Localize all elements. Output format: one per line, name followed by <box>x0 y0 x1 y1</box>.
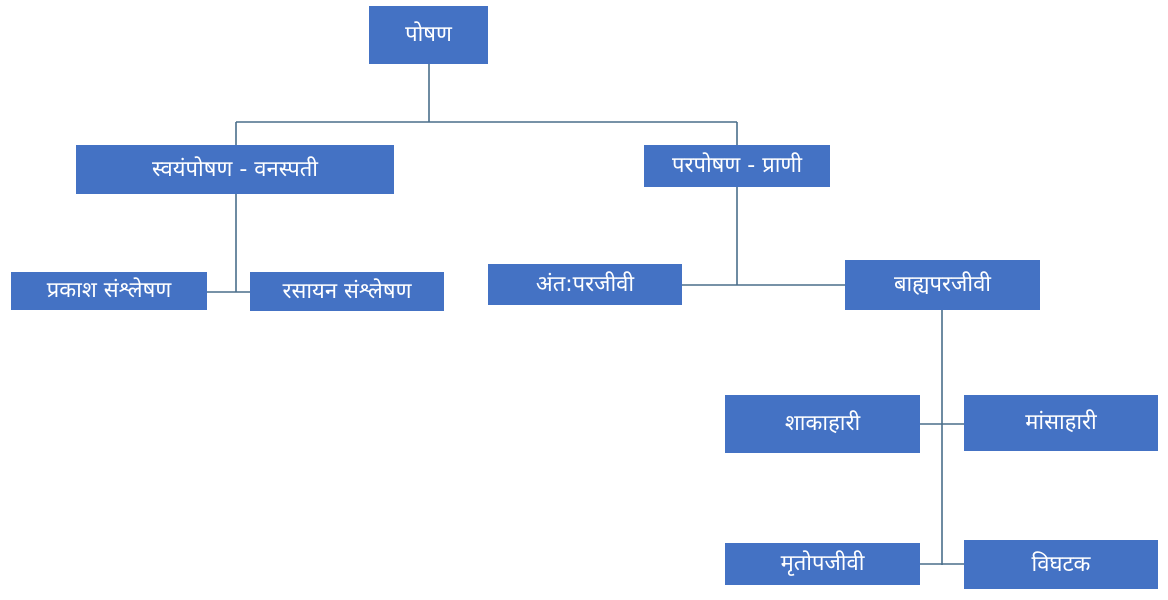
node-decomposer-label: विघटक <box>1031 551 1091 577</box>
node-endoparasite-label: अंत:परजीवी <box>535 271 635 297</box>
node-heterotrophic-label: परपोषण - प्राणी <box>671 153 803 178</box>
node-carnivore-label: मांसाहारी <box>1025 410 1097 435</box>
node-saprophyte-label: मृतोपजीवी <box>780 551 865 576</box>
node-autotrophic-label: स्वयंपोषण - वनस्पती <box>151 156 319 182</box>
node-carnivore: मांसाहारी <box>964 395 1158 451</box>
node-autotrophic: स्वयंपोषण - वनस्पती <box>76 145 394 194</box>
node-ectoparasite: बाह्यपरजीवी <box>845 260 1040 310</box>
node-chemosynthesis-label: रसायन संश्लेषण <box>282 278 412 304</box>
node-herbivore: शाकाहारी <box>725 395 920 453</box>
node-endoparasite: अंत:परजीवी <box>488 264 682 305</box>
node-ectoparasite-label: बाह्यपरजीवी <box>893 272 992 297</box>
node-decomposer: विघटक <box>964 540 1158 589</box>
node-photosynthesis-label: प्रकाश संश्लेषण <box>46 278 172 303</box>
node-saprophyte: मृतोपजीवी <box>725 543 920 585</box>
node-chemosynthesis: रसायन संश्लेषण <box>250 272 444 311</box>
node-nutrition: पोषण <box>369 6 488 64</box>
node-photosynthesis: प्रकाश संश्लेषण <box>11 272 207 310</box>
node-herbivore-label: शाकाहारी <box>784 411 861 436</box>
node-heterotrophic: परपोषण - प्राणी <box>644 145 830 187</box>
node-nutrition-label: पोषण <box>405 22 452 47</box>
